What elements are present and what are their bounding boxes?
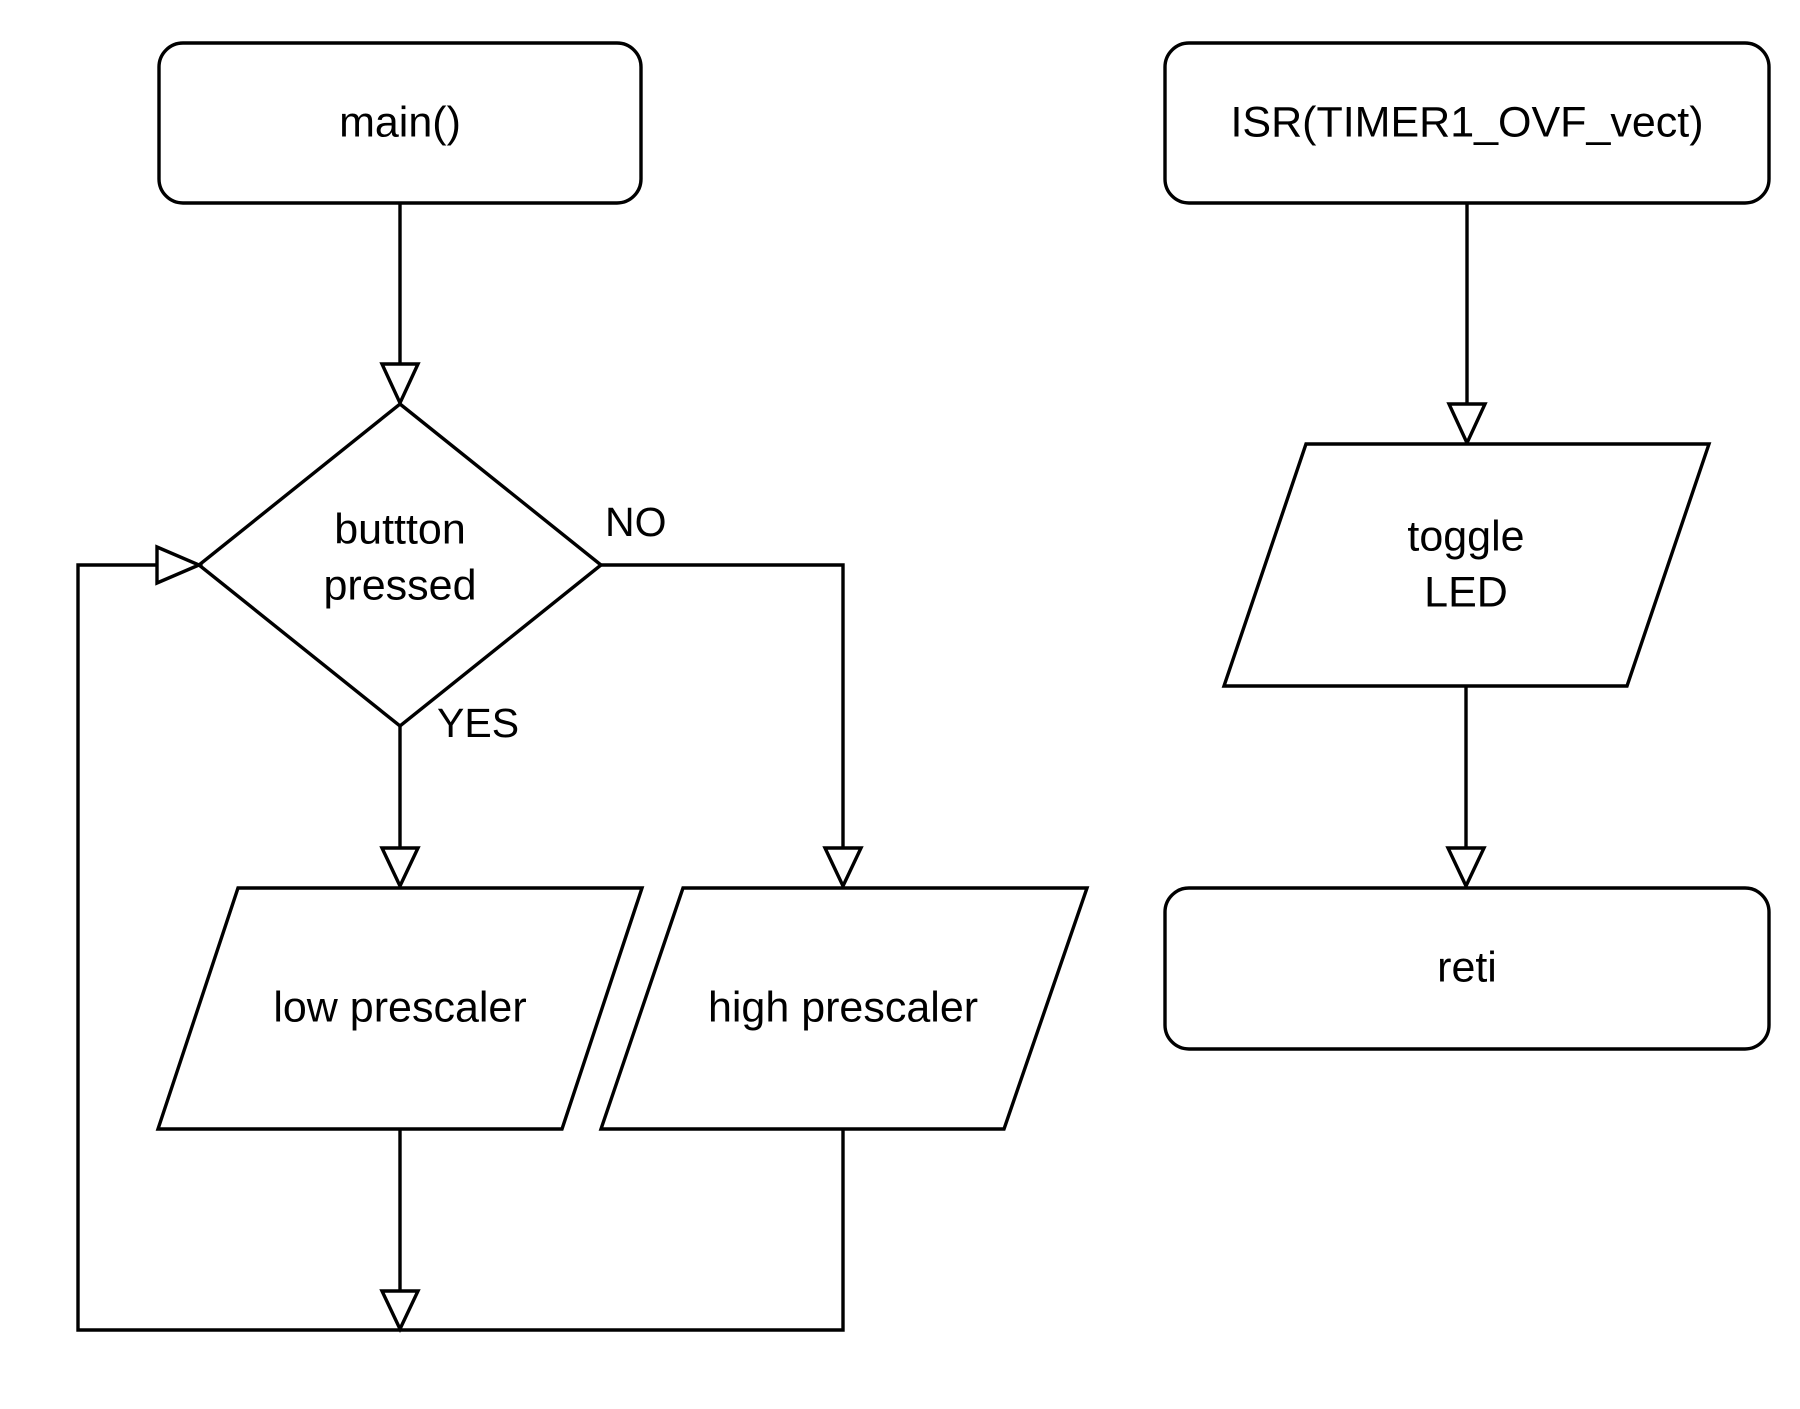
reti-node: reti <box>1163 886 1771 1051</box>
edge-yes-to-low: YES <box>379 700 519 890</box>
arrowhead-merge <box>379 1289 421 1333</box>
no-label: NO <box>605 499 667 545</box>
edge-no-to-high: NO <box>601 499 864 890</box>
arrowhead-loop-back <box>155 544 204 586</box>
toggle-led-label-line2: LED <box>1424 568 1508 616</box>
edge-loop-back <box>76 544 845 1332</box>
arrowhead-low-prescaler <box>379 846 421 890</box>
high-prescaler-node: high prescaler <box>598 886 1090 1131</box>
decision-label-line1: buttton <box>334 505 466 553</box>
edge-toggle-to-reti <box>1445 686 1487 890</box>
arrowhead-toggle <box>1446 402 1488 448</box>
yes-label: YES <box>437 700 519 746</box>
main-start-label: main() <box>339 98 461 146</box>
arrowhead-high-prescaler <box>822 846 864 890</box>
toggle-led-node: toggle LED <box>1221 442 1712 688</box>
edge-isr-to-toggle <box>1446 203 1488 448</box>
main-flowchart: main() buttton pressed YES NO low <box>76 41 1090 1333</box>
edge-low-to-merge <box>379 1129 421 1333</box>
isr-start-node: ISR(TIMER1_OVF_vect) <box>1163 41 1771 205</box>
reti-label: reti <box>1437 943 1497 991</box>
low-prescaler-label: low prescaler <box>273 983 526 1031</box>
arrowhead-decision-top <box>379 362 421 408</box>
toggle-led-label-line1: toggle <box>1407 512 1524 560</box>
decision-node: buttton pressed <box>196 401 604 729</box>
decision-label-line2: pressed <box>324 561 477 609</box>
isr-start-label: ISR(TIMER1_OVF_vect) <box>1230 98 1703 146</box>
edge-main-to-decision <box>379 203 421 408</box>
low-prescaler-node: low prescaler <box>155 886 645 1131</box>
high-prescaler-label: high prescaler <box>708 983 978 1031</box>
isr-flowchart: ISR(TIMER1_OVF_vect) toggle LED reti <box>1163 41 1771 1051</box>
main-start-node: main() <box>157 41 643 205</box>
arrowhead-reti <box>1445 846 1487 890</box>
